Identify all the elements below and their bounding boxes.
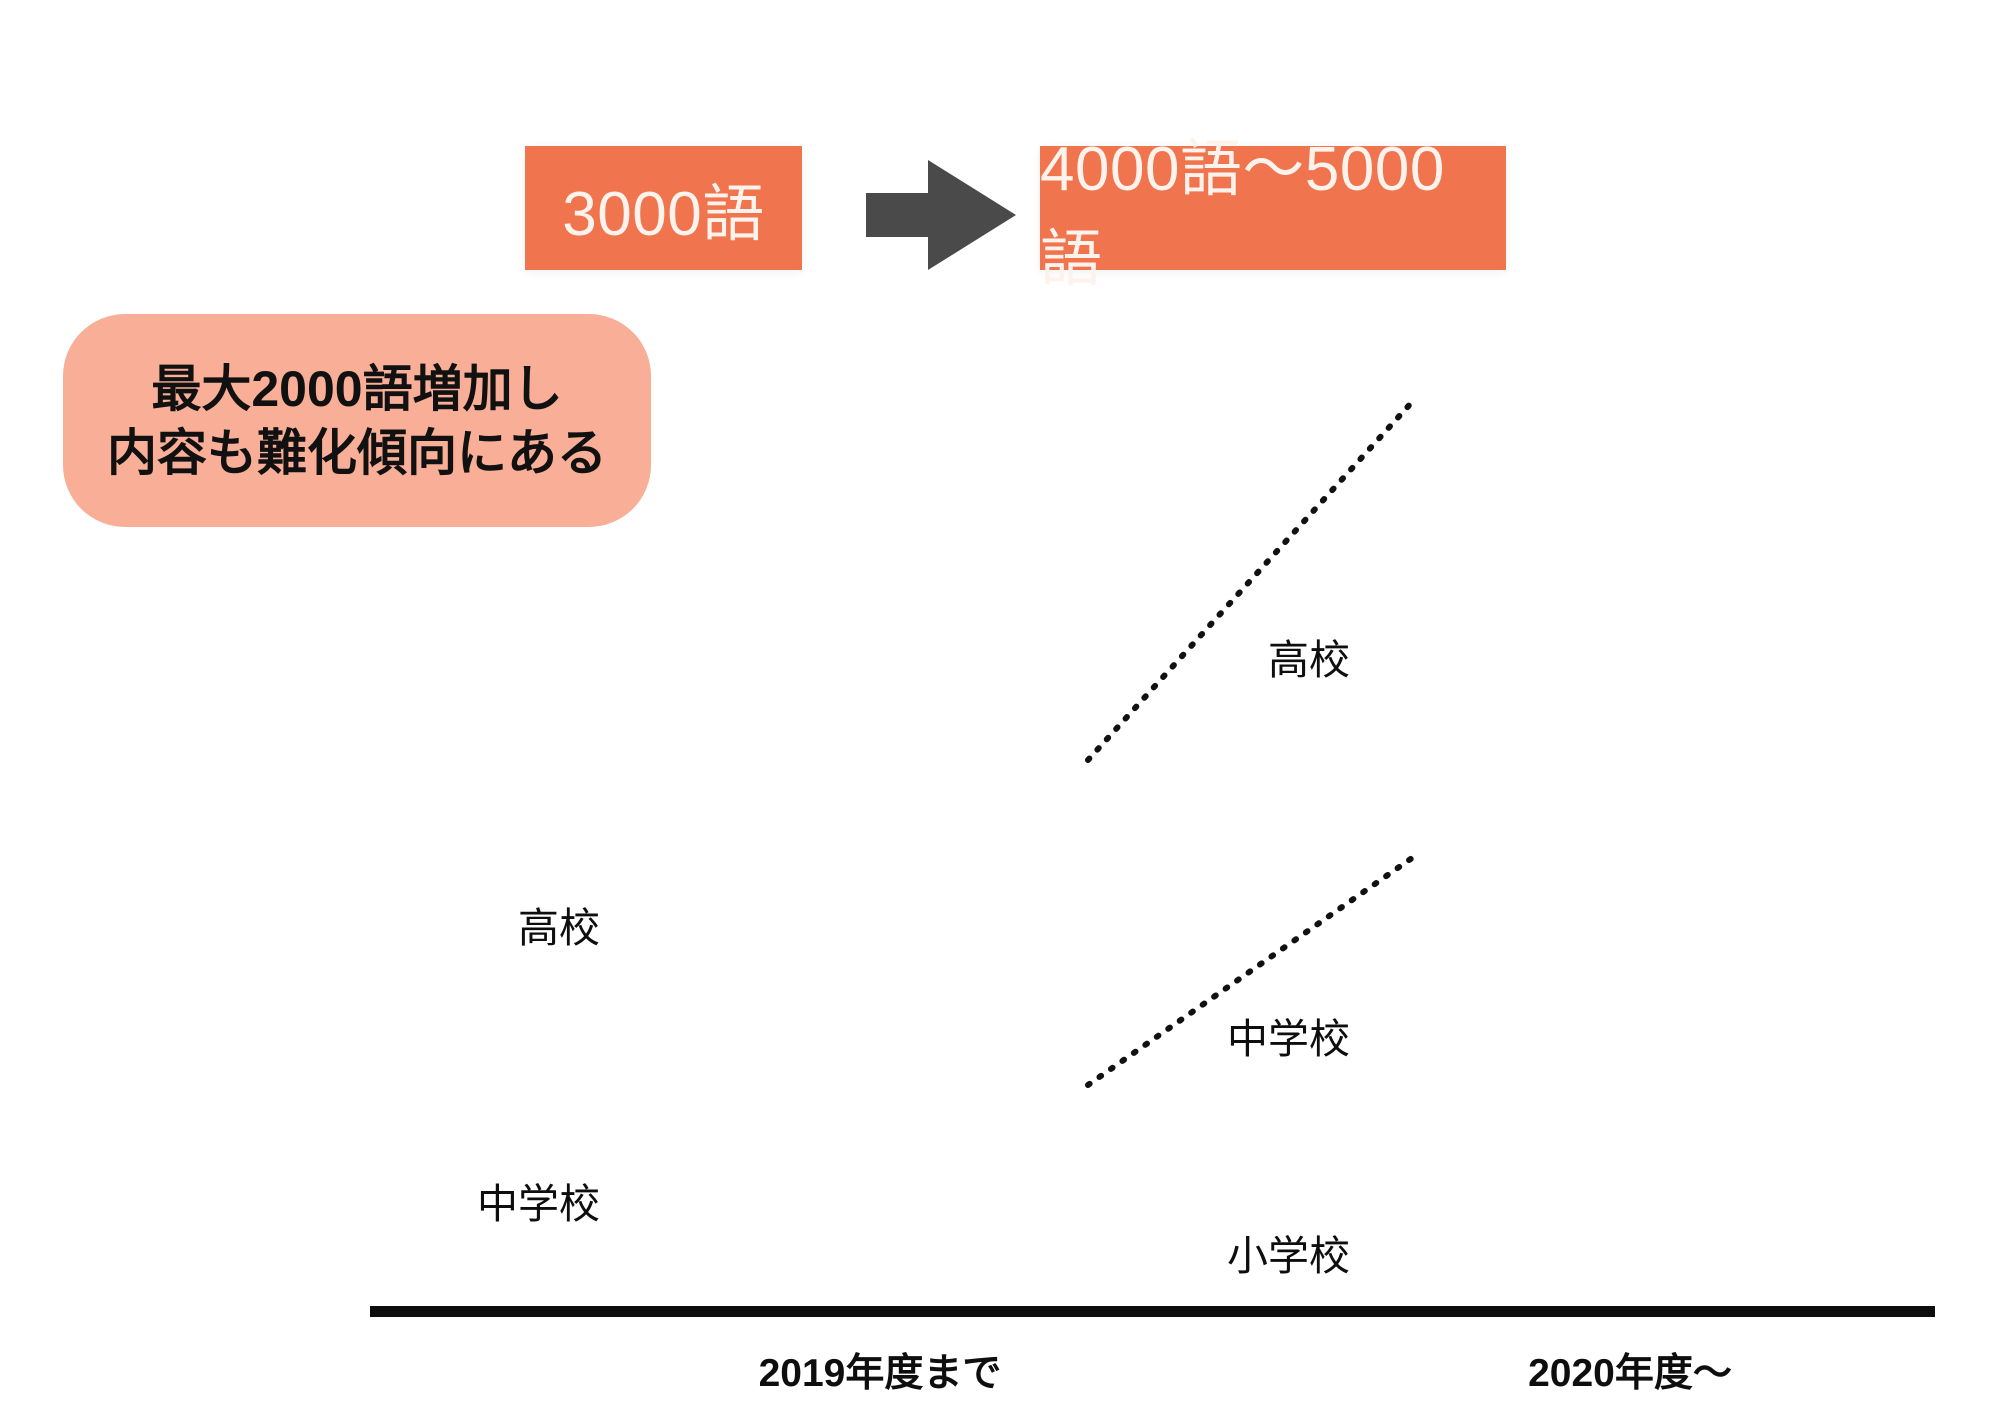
left-category-label-koukou: 高校 [518,905,600,951]
right-category-label-chugaku: 中学校 [1227,1016,1350,1062]
axis-baseline [370,1306,1935,1317]
axis-label-2020: 2020年度～ [1528,1352,1732,1395]
right-category-label-koukou: 高校 [1268,637,1350,683]
total-after-banner: 4000語～5000語 [1040,135,1506,294]
total-after-label: 4000語～5000語 [1040,135,1445,294]
connector-line-koukou [1085,399,1415,763]
total-before-label: 3000語 [562,180,765,249]
callout-line-2: 内容も難化傾向にある [107,424,607,481]
total-before-banner: 3000語 [525,146,802,270]
left-category-label-chugaku: 中学校 [477,1181,600,1227]
callout-line-1: 最大2000語増加し [151,360,563,417]
right-arrow-icon [866,160,1016,270]
right-category-label-shougaku: 小学校 [1227,1233,1350,1279]
callout-bubble: 最大2000語増加し 内容も難化傾向にある [63,314,651,527]
axis-label-2019: 2019年度まで [758,1352,1002,1395]
